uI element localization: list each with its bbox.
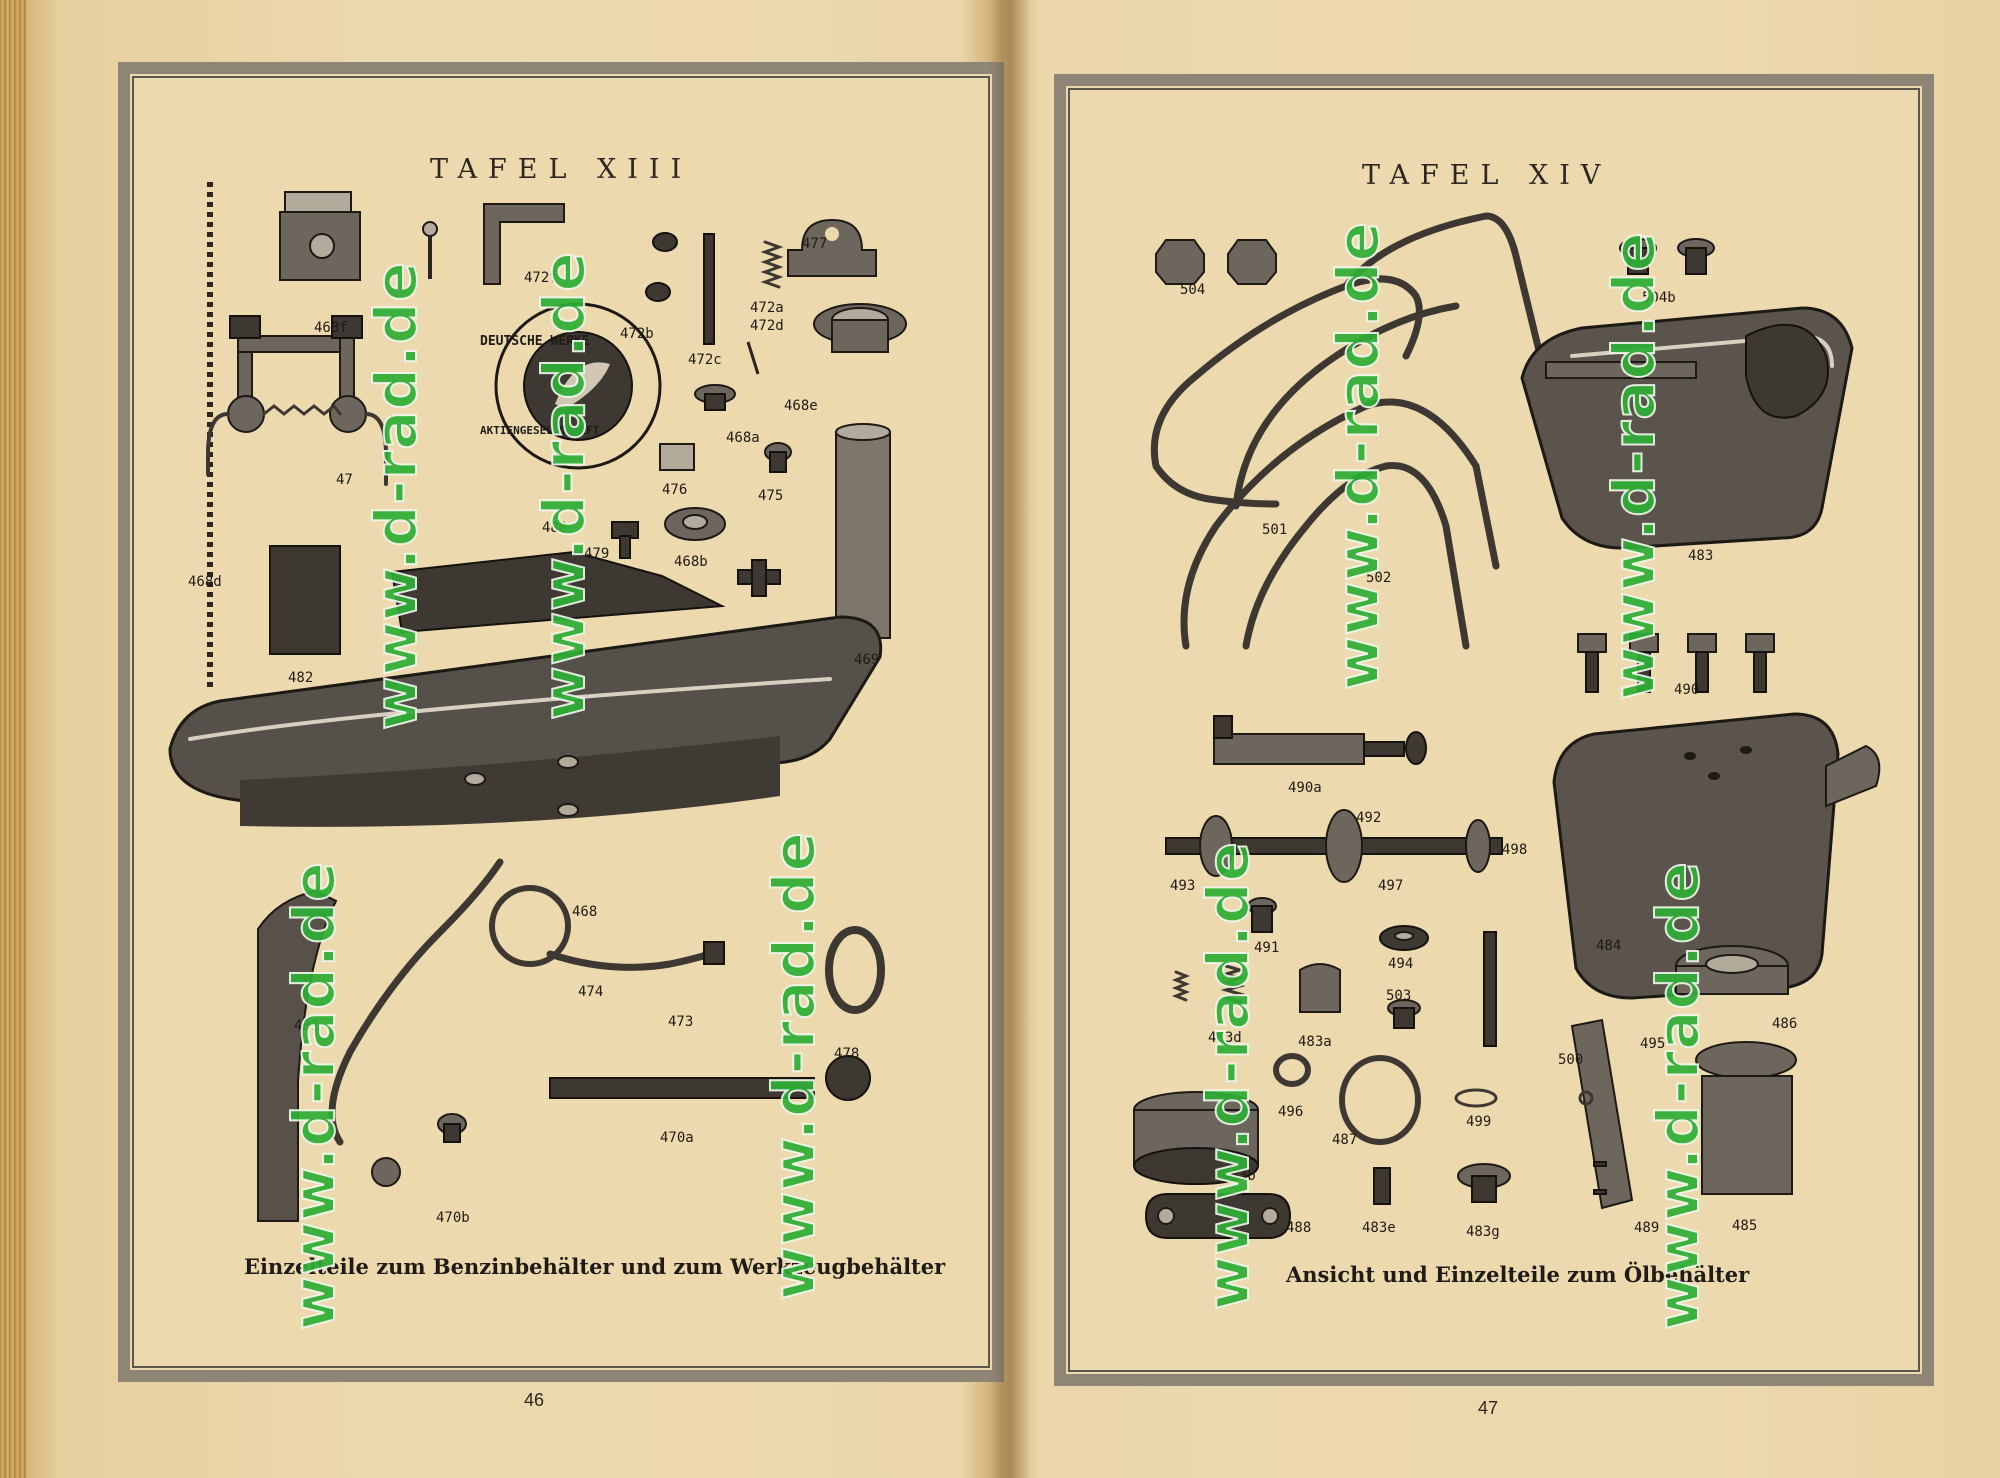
part-label: 468a — [726, 430, 760, 446]
part-label: 47 — [336, 472, 353, 488]
watermark-text: www.d-rad.de — [1193, 840, 1263, 1311]
part-label: 487 — [1332, 1132, 1358, 1148]
part-label: 468b — [674, 554, 708, 570]
watermark-text: www.d-rad.de — [279, 860, 349, 1331]
part-label: 484 — [1596, 938, 1622, 954]
part-label: 497 — [1378, 878, 1404, 894]
part-label: 489 — [1634, 1220, 1660, 1236]
part-label: 482 — [288, 670, 314, 686]
part-label: 504b — [1642, 290, 1676, 306]
part-label: 483a — [1298, 1034, 1332, 1050]
part-label: 485 — [1732, 1218, 1758, 1234]
part-label: 468 — [572, 904, 598, 920]
plate-title-right: TAFEL XIV — [1362, 160, 1612, 191]
part-label: 470a — [660, 1130, 694, 1146]
part-label: 483e — [1362, 1220, 1396, 1236]
page-number-right: 47 — [1478, 1398, 1499, 1418]
part-label: 495 — [1640, 1036, 1666, 1052]
part-label: 470b — [436, 1210, 470, 1226]
part-label: 483 — [1688, 548, 1714, 564]
left-plate-illustrations — [168, 182, 907, 1222]
part-label: 500 — [1558, 1052, 1584, 1068]
part-label: 476 — [662, 482, 688, 498]
part-label: 469 — [854, 652, 880, 668]
part-label: 468f — [314, 320, 348, 336]
part-label: 468e — [784, 398, 818, 414]
part-label: 481 — [294, 1018, 320, 1034]
part-label: 468d — [188, 574, 222, 590]
part-label: 491 — [1254, 940, 1280, 956]
watermark-text: www.d-rad.de — [529, 250, 599, 721]
emblem-text-bottom: AKTIENGESELLSCHAFT — [480, 424, 600, 437]
watermark-text: www.d-rad.de — [759, 830, 829, 1301]
part-label: 473 — [668, 1014, 694, 1030]
part-label: 480 — [542, 520, 568, 536]
part-label: 486 — [1772, 1016, 1798, 1032]
watermark-text: www.d-rad.de — [1643, 860, 1713, 1331]
page-number-left: 46 — [524, 1390, 545, 1410]
part-label: 483d — [1208, 1030, 1242, 1046]
part-label: 498 — [1502, 842, 1528, 858]
part-label: 501 — [1262, 522, 1288, 538]
part-label: 472d — [750, 318, 784, 334]
right-plate-illustrations — [1133, 212, 1881, 1239]
right-page-frame: TAFEL XIV — [1054, 74, 1934, 1386]
part-label: 499 — [1466, 1114, 1492, 1130]
left-page-frame: TAFEL XIII — [118, 62, 1004, 1382]
part-label: 479 — [584, 546, 610, 562]
emblem-text-top: DEUTSCHE WERKE — [480, 334, 590, 349]
part-label: 472b — [620, 326, 654, 342]
part-label: 490a — [1288, 780, 1322, 796]
part-label: 477 — [802, 236, 828, 252]
part-label: 483g — [1466, 1224, 1500, 1240]
watermark-text: www.d-rad.de — [1599, 230, 1669, 701]
part-label: 474 — [578, 984, 604, 1000]
part-label: 490 — [1674, 682, 1700, 698]
part-label: 472f — [524, 270, 558, 286]
part-label: 502 — [1366, 570, 1392, 586]
part-label: 483b — [1222, 1168, 1256, 1184]
watermark-text: www.d-rad.de — [361, 260, 431, 731]
watermark-text: www.d-rad.de — [1323, 220, 1393, 691]
part-label: 496 — [1278, 1104, 1304, 1120]
caption-right: Ansicht und Einzelteile zum Ölbehälter — [1286, 1262, 1750, 1287]
part-label: 504 — [1180, 282, 1206, 298]
caption-left: Einzelteile zum Benzinbehälter und zum W… — [244, 1254, 946, 1279]
part-label: 493 — [1170, 878, 1196, 894]
part-label: 492 — [1356, 810, 1382, 826]
part-label: 478 — [834, 1046, 860, 1062]
page-edges — [0, 0, 26, 1478]
part-label: 472c — [688, 352, 722, 368]
part-label: 475 — [758, 488, 784, 504]
part-label: 472a — [750, 300, 784, 316]
plate-title-left: TAFEL XIII — [430, 154, 693, 185]
part-label: 494 — [1388, 956, 1414, 972]
part-label: 488 — [1286, 1220, 1312, 1236]
book-gutter — [990, 0, 1030, 1478]
part-label: 503 — [1386, 988, 1412, 1004]
